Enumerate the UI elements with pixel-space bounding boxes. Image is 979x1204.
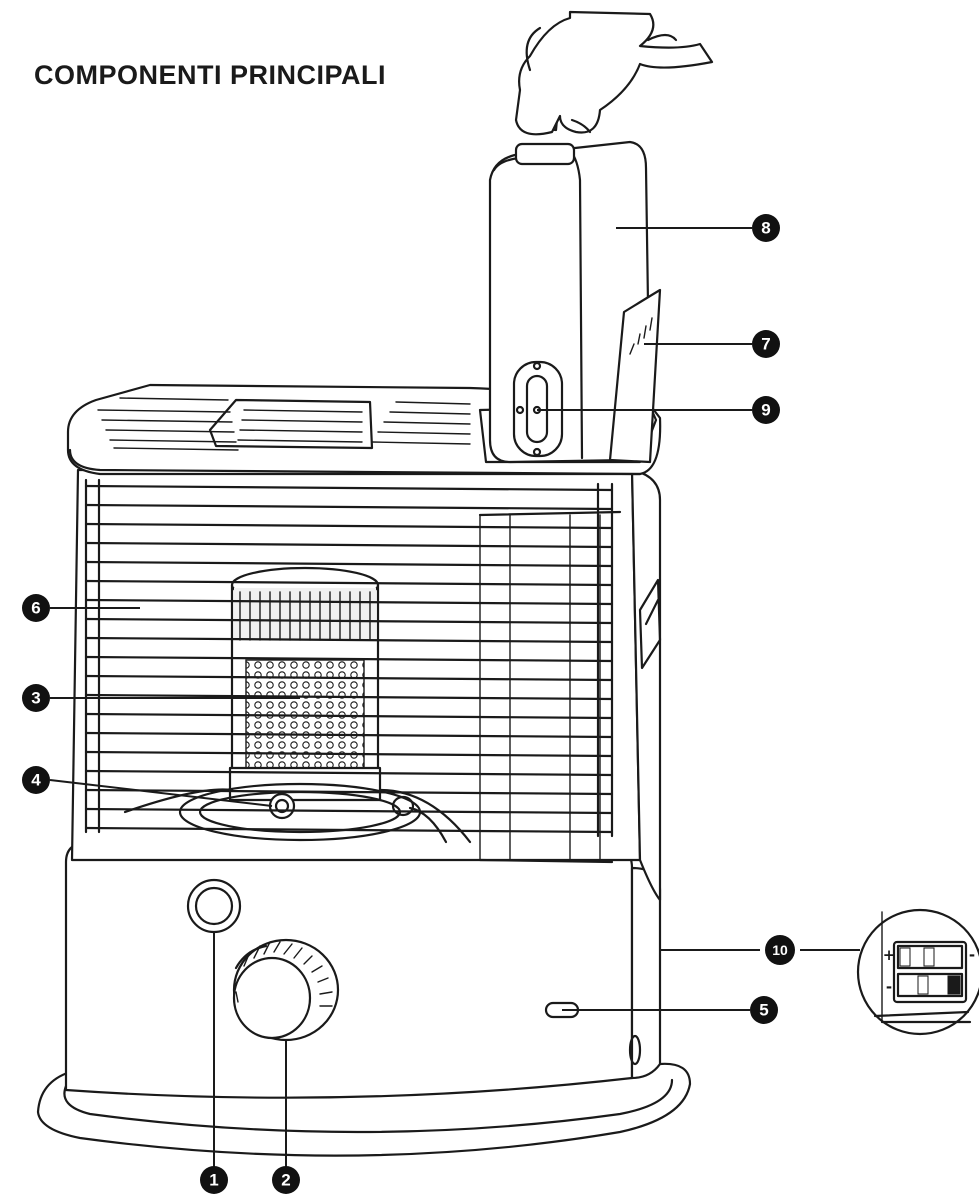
ignition-button <box>186 878 242 934</box>
callout-9: 9 <box>752 396 780 424</box>
safety-grille-bars <box>84 478 614 838</box>
hand-illustration <box>514 10 714 136</box>
battery-compartment-inset: + - - <box>856 908 979 1036</box>
callout-10: 10 <box>765 935 795 965</box>
callout-6-label: 6 <box>31 599 40 618</box>
callout-7: 7 <box>752 330 780 358</box>
callout-3: 3 <box>22 684 50 712</box>
heater-lower-body <box>64 840 662 1099</box>
callout-4-label: 4 <box>31 771 41 790</box>
callout-5: 5 <box>750 996 778 1024</box>
leader-lines <box>49 227 860 1168</box>
battery-plus-sign: + <box>883 946 896 964</box>
callout-5-label: 5 <box>759 1001 768 1020</box>
callout-4: 4 <box>22 766 50 794</box>
callout-6: 6 <box>22 594 50 622</box>
callout-7-label: 7 <box>761 335 770 354</box>
callout-8: 8 <box>752 214 780 242</box>
battery-minus-right: - <box>969 946 975 964</box>
callout-2-label: 2 <box>281 1171 290 1190</box>
battery-minus-sign: - <box>886 978 892 996</box>
callout-2: 2 <box>272 1166 300 1194</box>
flame-knob <box>232 938 340 1042</box>
callout-1-label: 1 <box>209 1171 218 1190</box>
tank-cap-card <box>608 288 662 464</box>
callout-8-label: 8 <box>761 219 770 238</box>
igniter <box>268 792 296 820</box>
callout-9-label: 9 <box>761 401 770 420</box>
callout-1: 1 <box>200 1166 228 1194</box>
page-title: COMPONENTI PRINCIPALI <box>34 60 387 90</box>
callout-10-label: 10 <box>772 942 788 958</box>
callout-3-label: 3 <box>31 689 40 708</box>
